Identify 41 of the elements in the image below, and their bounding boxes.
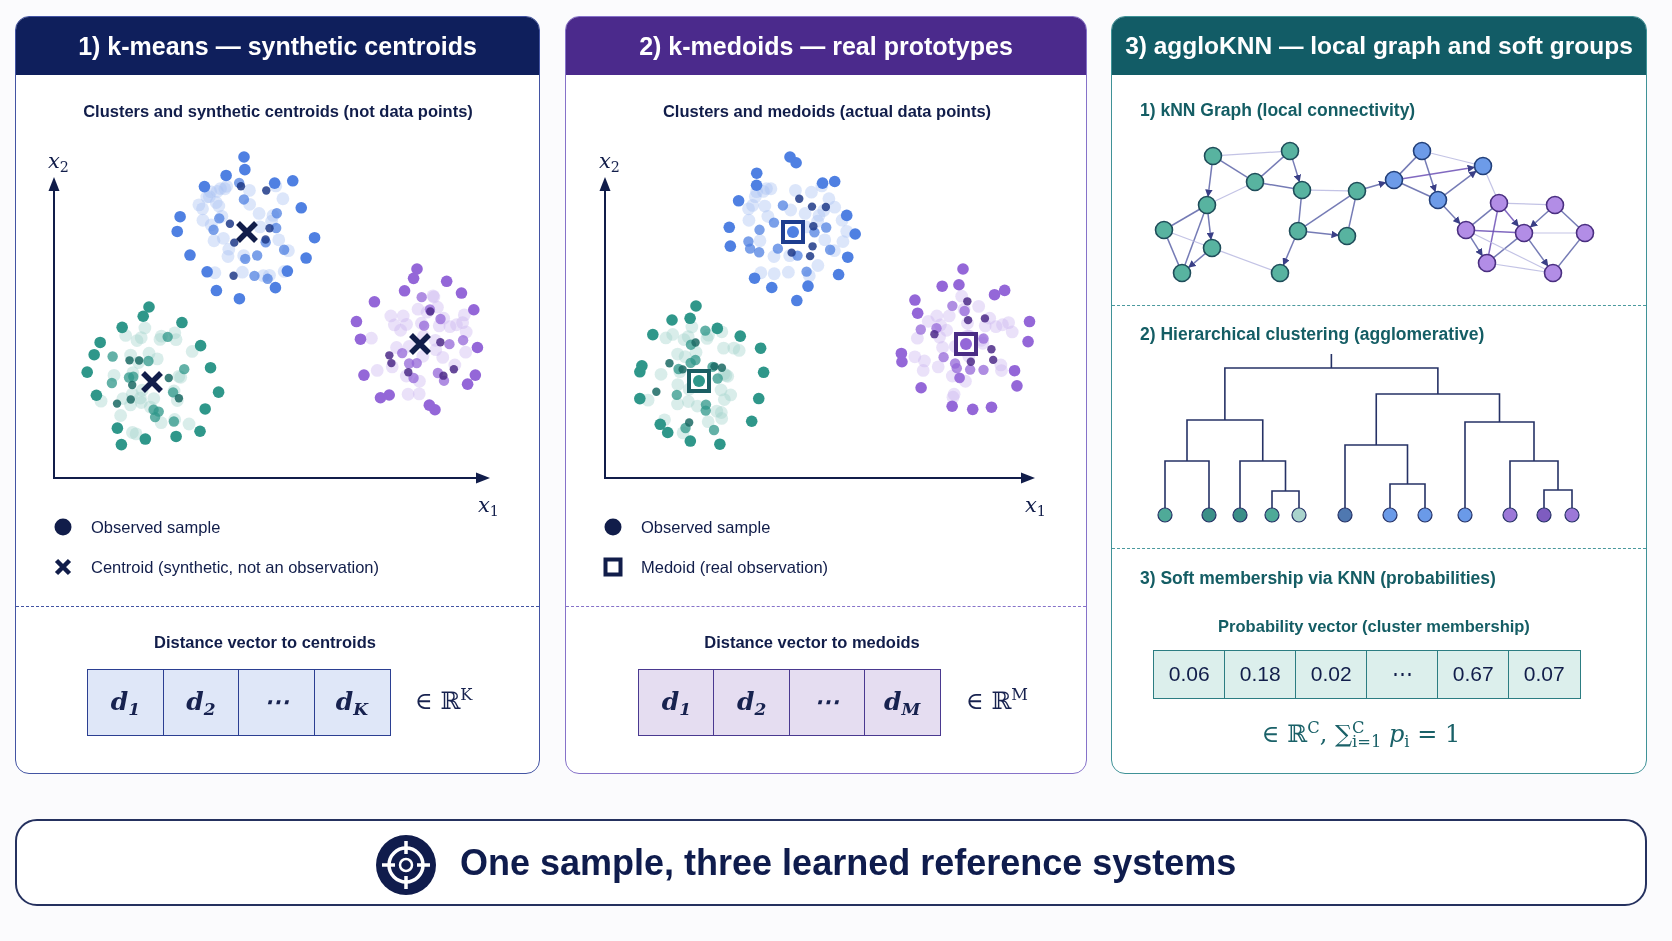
axis-label: x$_{1}$ — [1025, 491, 1046, 519]
panel-header: 2) k-medoids — real prototypes — [566, 17, 1086, 75]
panel-header: 1) k-means — synthetic centroids — [16, 17, 539, 75]
section-heading: 1) kNN Graph (local connectivity) — [1140, 100, 1416, 122]
vector-cell: 0.18 — [1224, 650, 1297, 699]
panel — [15, 16, 540, 774]
axis-label: x$_{1}$ — [478, 491, 499, 519]
vector-cell: ⋯ — [788, 669, 866, 736]
summary-banner — [15, 819, 1647, 906]
axis-label: x$_{2}$ — [48, 147, 69, 175]
vector-cell: 0.67 — [1437, 650, 1510, 699]
vector-cell: d$_{1}$ — [638, 669, 715, 736]
vector-cell: 0.02 — [1295, 650, 1368, 699]
vector-caption: Probability vector (cluster membership) — [1218, 615, 1530, 637]
vector-cell: 0.07 — [1508, 650, 1581, 699]
vector-caption: Distance vector to medoids — [704, 631, 920, 653]
vector-cell: d$_{2}$ — [162, 669, 240, 736]
legend-label: Medoid (real observation) — [641, 557, 829, 577]
panel — [565, 16, 1087, 774]
vector-cell: d$_{M}$ — [863, 669, 941, 736]
plot-subtitle: Clusters and medoids (actual data points) — [662, 100, 992, 122]
plot-subtitle: Clusters and synthetic centroids (not data points) — [83, 100, 473, 122]
math-expression: ∈ ℝ$^{C}$, ∑$^{C}$$_{i=1}$ p$_{i}$ = 1 — [1261, 719, 1461, 749]
legend-label: Observed sample — [641, 517, 771, 537]
section-heading: 3) Soft membership via KNN (probabilities) — [1140, 568, 1496, 590]
vector-caption: Distance vector to centroids — [154, 631, 376, 653]
vector-cell: d$_{2}$ — [713, 669, 790, 736]
vector-cell: d$_{K}$ — [313, 669, 391, 736]
math-expression: ∈ ℝ$^{K}$ — [415, 686, 473, 716]
vector-cell: d$_{1}$ — [87, 669, 164, 736]
legend-label: Observed sample — [91, 517, 221, 537]
vector-cell: ⋯ — [238, 669, 315, 736]
panel — [1111, 16, 1647, 774]
section-heading: 2) Hierarchical clustering (agglomerative) — [1140, 324, 1485, 346]
axis-label: x$_{2}$ — [599, 147, 620, 175]
vector-cell: ⋯ — [1366, 650, 1439, 699]
legend-label: Centroid (synthetic, not an observation) — [91, 557, 379, 577]
vector-cell: 0.06 — [1153, 650, 1226, 699]
banner-text: One sample, three learned reference systems — [460, 841, 1237, 884]
panel-header: 3) aggloKNN — local graph and soft groups — [1112, 17, 1646, 75]
math-expression: ∈ ℝ$^{M}$ — [966, 686, 1029, 716]
